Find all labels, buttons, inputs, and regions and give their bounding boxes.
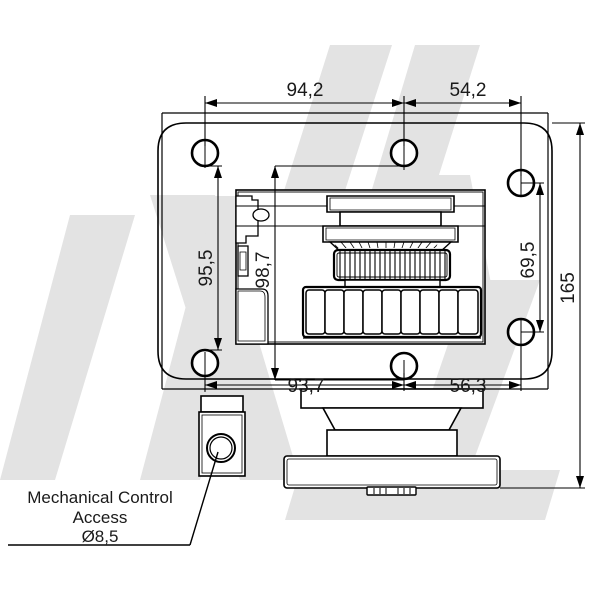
base-connector [366, 486, 417, 496]
dim-right-outer: 165 [558, 272, 579, 304]
dim-top-left: 94,2 [287, 80, 324, 101]
dim-left-outer: 95,5 [196, 250, 217, 287]
dimension-labels: 94,2 54,2 93,7 56,3 95,5 98,7 69,5 165 [196, 80, 579, 397]
dim-bottom-left: 93,7 [288, 376, 325, 397]
control-access-hole [206, 433, 236, 463]
actuator-collar [322, 225, 459, 243]
knurled-ring [332, 248, 452, 282]
annotation-line-1: Mechanical Control [27, 488, 173, 507]
dim-top-right: 54,2 [450, 80, 487, 101]
ribbed-band [301, 285, 483, 339]
mounting-plate [157, 122, 553, 380]
dimension-arrows [205, 99, 584, 488]
lower-body [283, 388, 501, 489]
housing-left-details [235, 195, 270, 345]
dim-bottom-right: 56,3 [450, 376, 487, 397]
annotation-line-3: Ø8,5 [82, 527, 119, 546]
actuator-top-cap [326, 195, 455, 227]
center-marks [204, 140, 522, 392]
annotation-line-2: Access [73, 508, 128, 527]
dim-left-inner: 98,7 [253, 252, 274, 289]
oval-port [252, 208, 270, 222]
annotation-text: Mechanical Control Access Ø8,5 [27, 488, 173, 546]
annotation-leader [8, 451, 219, 546]
dim-right-inner: 69,5 [518, 242, 539, 279]
